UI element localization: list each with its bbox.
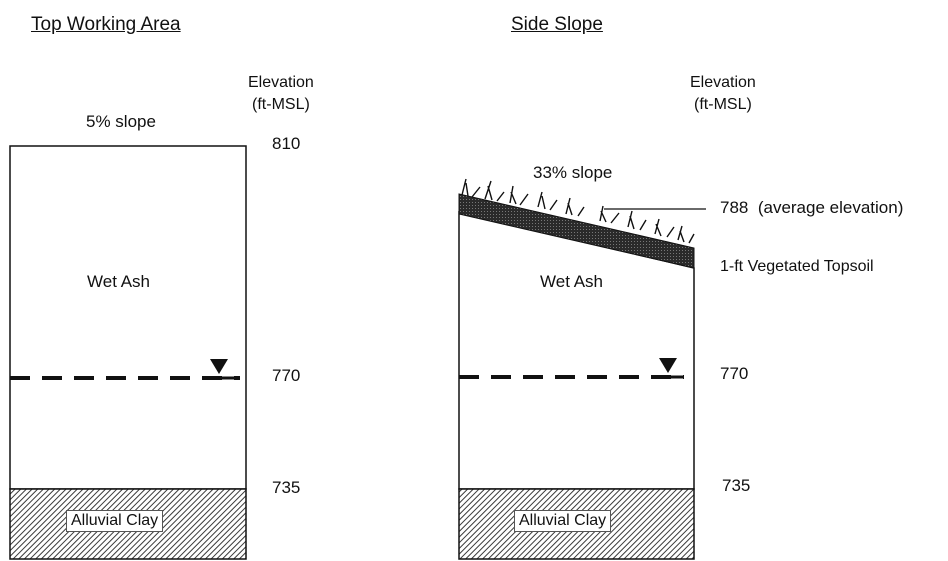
water-table-triangle-icon [659, 358, 684, 379]
right-title: Side Slope [511, 14, 603, 35]
right-elevation-bottom: 735 [722, 476, 751, 495]
right-elevation-water: 770 [720, 364, 749, 383]
water-table-triangle-icon [210, 359, 234, 380]
left-ash-label: Wet Ash [87, 272, 150, 291]
left-clay-label: Alluvial Clay [66, 510, 164, 532]
left-elevation-water: 770 [272, 366, 301, 385]
left-title: Top Working Area [31, 14, 181, 35]
right-clay-label: Alluvial Clay [514, 510, 612, 532]
right-elevation-top: 788 (average elevation) [720, 198, 904, 217]
left-elevation-top: 810 [272, 134, 301, 153]
left-ash-column [9, 145, 247, 490]
grass-tuft-icon [461, 178, 695, 244]
left-elevation-header: Elevation (ft-MSL) [248, 74, 314, 113]
left-slope-label: 5% slope [86, 112, 156, 131]
left-elevation-bottom: 735 [272, 478, 301, 497]
right-topsoil-layer [458, 193, 695, 269]
right-slope-label: 33% slope [533, 163, 613, 182]
right-topsoil-label: 1-ft Vegetated Topsoil [720, 258, 874, 275]
right-ash-label: Wet Ash [540, 272, 603, 291]
right-elevation-header: Elevation (ft-MSL) [690, 74, 756, 113]
